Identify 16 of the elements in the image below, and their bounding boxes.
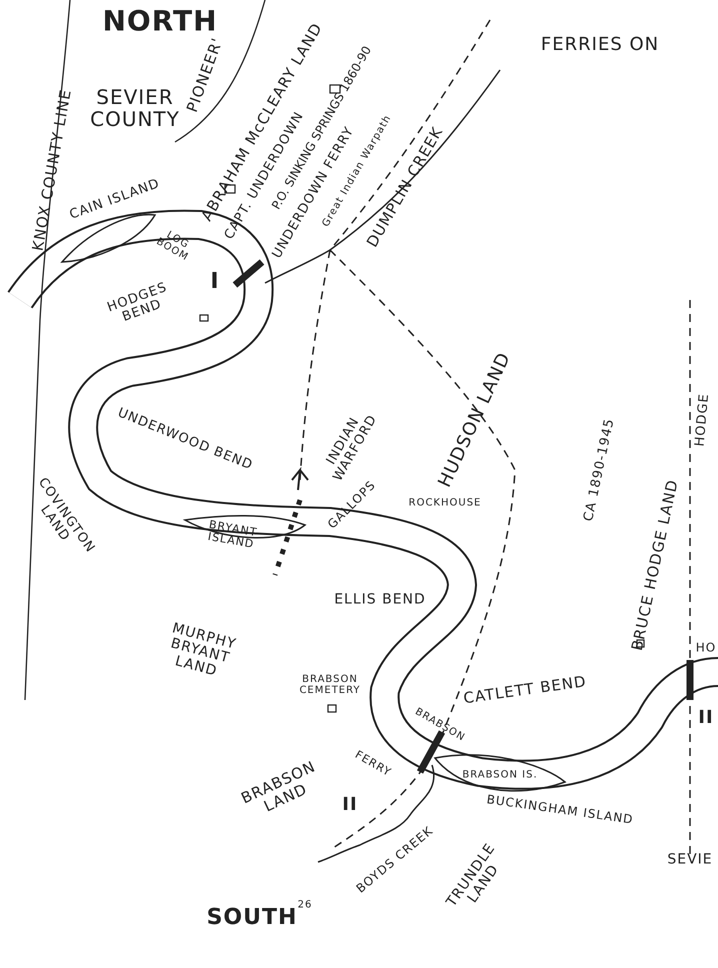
place-label: SEVIE xyxy=(667,852,713,868)
compass-label: SOUTH xyxy=(206,906,298,930)
place-label: HODGE xyxy=(694,392,712,448)
ferry-number: I xyxy=(210,270,220,294)
place-label: ELLIS BEND xyxy=(334,592,426,608)
page-title: FERRIES ON xyxy=(540,35,660,55)
page-number: 26 xyxy=(298,900,312,910)
ferry-number: II xyxy=(342,795,358,815)
place-label: BRUCE HODGE LAND xyxy=(628,478,682,652)
place-label: ROCKHOUSE xyxy=(408,498,482,508)
place-label: HO xyxy=(696,641,716,655)
place-label: BRABSON CEMETERY xyxy=(298,674,362,696)
place-label: BRABSON IS. xyxy=(462,770,538,780)
place-label: CATLETT BEND xyxy=(462,673,588,707)
ferry-number: II xyxy=(698,708,714,728)
compass-label: NORTH xyxy=(102,6,218,38)
